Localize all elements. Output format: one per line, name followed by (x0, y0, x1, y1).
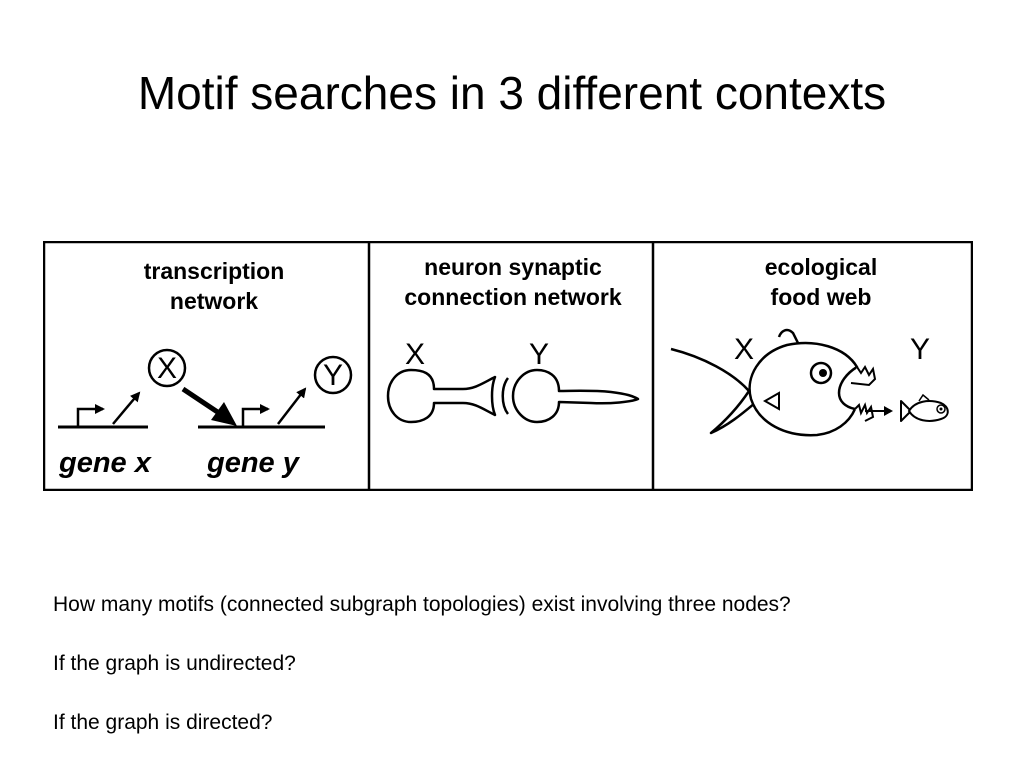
motif-contexts-figure: transcription network X (43, 241, 973, 491)
gene-y-label: gene y (206, 447, 301, 479)
neuron-x-icon (386, 368, 497, 424)
node-y-label: Y (323, 359, 343, 392)
node-x-label: X (157, 352, 177, 385)
panel-title-line: neuron synaptic (424, 254, 602, 280)
transcription-network-panel: transcription network X (58, 258, 353, 479)
gene-y-promoter-icon (198, 387, 325, 429)
neuron-y-icon (501, 368, 640, 424)
neuron-network-panel: neuron synaptic connection network X Y (386, 254, 640, 424)
node-y-label: Y (910, 333, 930, 366)
node-y-circle (313, 355, 353, 395)
node-x-label: X (405, 338, 425, 371)
gene-x-promoter-icon (58, 391, 148, 429)
node-y-label: Y (529, 338, 549, 371)
food-web-panel: ecological food web X Y (670, 254, 949, 437)
node-x-circle (147, 348, 187, 388)
eats-arrow-icon (865, 406, 893, 416)
panel-title-line: transcription (144, 258, 285, 284)
gene-x-label: gene x (58, 447, 153, 479)
panel-title-line: network (170, 288, 258, 314)
question-text: If the graph is undirected? (53, 652, 296, 675)
node-x-label: X (734, 333, 754, 366)
regulation-arrow-icon (181, 386, 237, 426)
panel-title-line: food web (771, 284, 872, 310)
question-text: If the graph is directed? (53, 711, 273, 734)
question-list: How many motifs (connected subgraph topo… (53, 592, 993, 736)
question-text: How many motifs (connected subgraph topo… (53, 593, 791, 616)
prey-fish-icon (900, 393, 949, 422)
panel-title-line: connection network (404, 284, 621, 310)
panel-title-line: ecological (765, 254, 877, 280)
predator-fish-icon (670, 328, 877, 437)
slide-title: Motif searches in 3 different contexts (137, 67, 887, 119)
